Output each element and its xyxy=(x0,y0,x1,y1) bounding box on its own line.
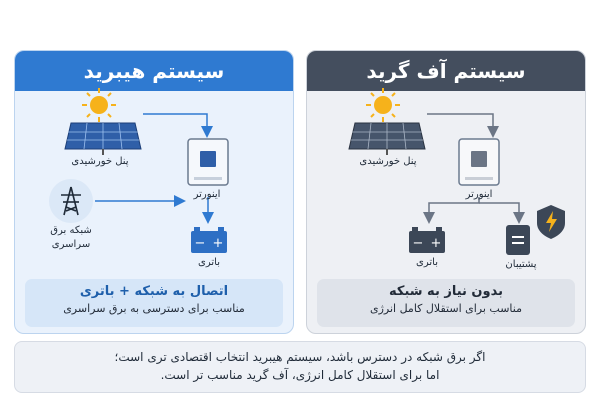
inverter-icon xyxy=(458,138,500,186)
solar-label: پنل خورشیدی xyxy=(71,156,129,167)
grid-label-line2: سراسری xyxy=(51,239,91,250)
inverter-label: اینورتر xyxy=(193,189,221,200)
inverter-label: اینورتر xyxy=(465,189,493,200)
solar-label: پنل خورشیدی xyxy=(359,156,417,167)
note-line-1: اگر برق شبکه در دسترس باشد، سیستم هیبرید… xyxy=(114,350,486,364)
inverter-icon xyxy=(187,138,229,186)
shield-icon xyxy=(537,205,565,239)
offgrid-diagram: − + xyxy=(348,88,565,255)
svg-text:−: − xyxy=(413,236,424,251)
hybrid-panel: سیستم هیبرید xyxy=(14,50,294,334)
hybrid-title: سیستم هیبرید xyxy=(15,51,293,91)
sun-icon xyxy=(366,88,400,122)
solar-panel-icon xyxy=(348,122,426,155)
offgrid-panel: سیستم آف گرید xyxy=(306,50,586,334)
backup-label: پشتیبان xyxy=(505,259,537,270)
backup-unit-icon xyxy=(506,225,530,255)
offgrid-summary-title: بدون نیاز به شبکه xyxy=(389,284,503,299)
offgrid-summary: بدون نیاز به شبکه مناسب برای استقلال کام… xyxy=(317,279,575,327)
hybrid-summary-text: مناسب برای دسترسی به برق سراسری xyxy=(63,302,245,315)
offgrid-title: سیستم آف گرید xyxy=(307,51,585,91)
recommendation-note: اگر برق شبکه در دسترس باشد، سیستم هیبرید… xyxy=(14,341,586,393)
battery-label: باتری xyxy=(198,257,220,268)
grid-label-line1: شبکه برق xyxy=(50,225,92,236)
battery-label: باتری xyxy=(416,257,438,268)
offgrid-summary-text: مناسب برای استقلال کامل انرژی xyxy=(370,302,522,315)
note-line-2: اما برای استقلال کامل انرژی، آف گرید منا… xyxy=(160,368,440,382)
hybrid-summary: اتصال به شبکه + باتری مناسب برای دسترسی … xyxy=(25,279,283,327)
transmission-tower-icon xyxy=(49,179,93,223)
svg-text:−: − xyxy=(195,236,206,251)
hybrid-diagram: − + xyxy=(49,88,229,253)
sun-icon xyxy=(82,88,116,122)
solar-panel-icon xyxy=(64,122,142,155)
battery-icon: − + xyxy=(409,227,445,253)
svg-text:+: + xyxy=(213,236,224,251)
hybrid-summary-title: اتصال به شبکه + باتری xyxy=(79,284,229,299)
battery-icon: − + xyxy=(191,227,227,253)
svg-text:+: + xyxy=(431,236,442,251)
